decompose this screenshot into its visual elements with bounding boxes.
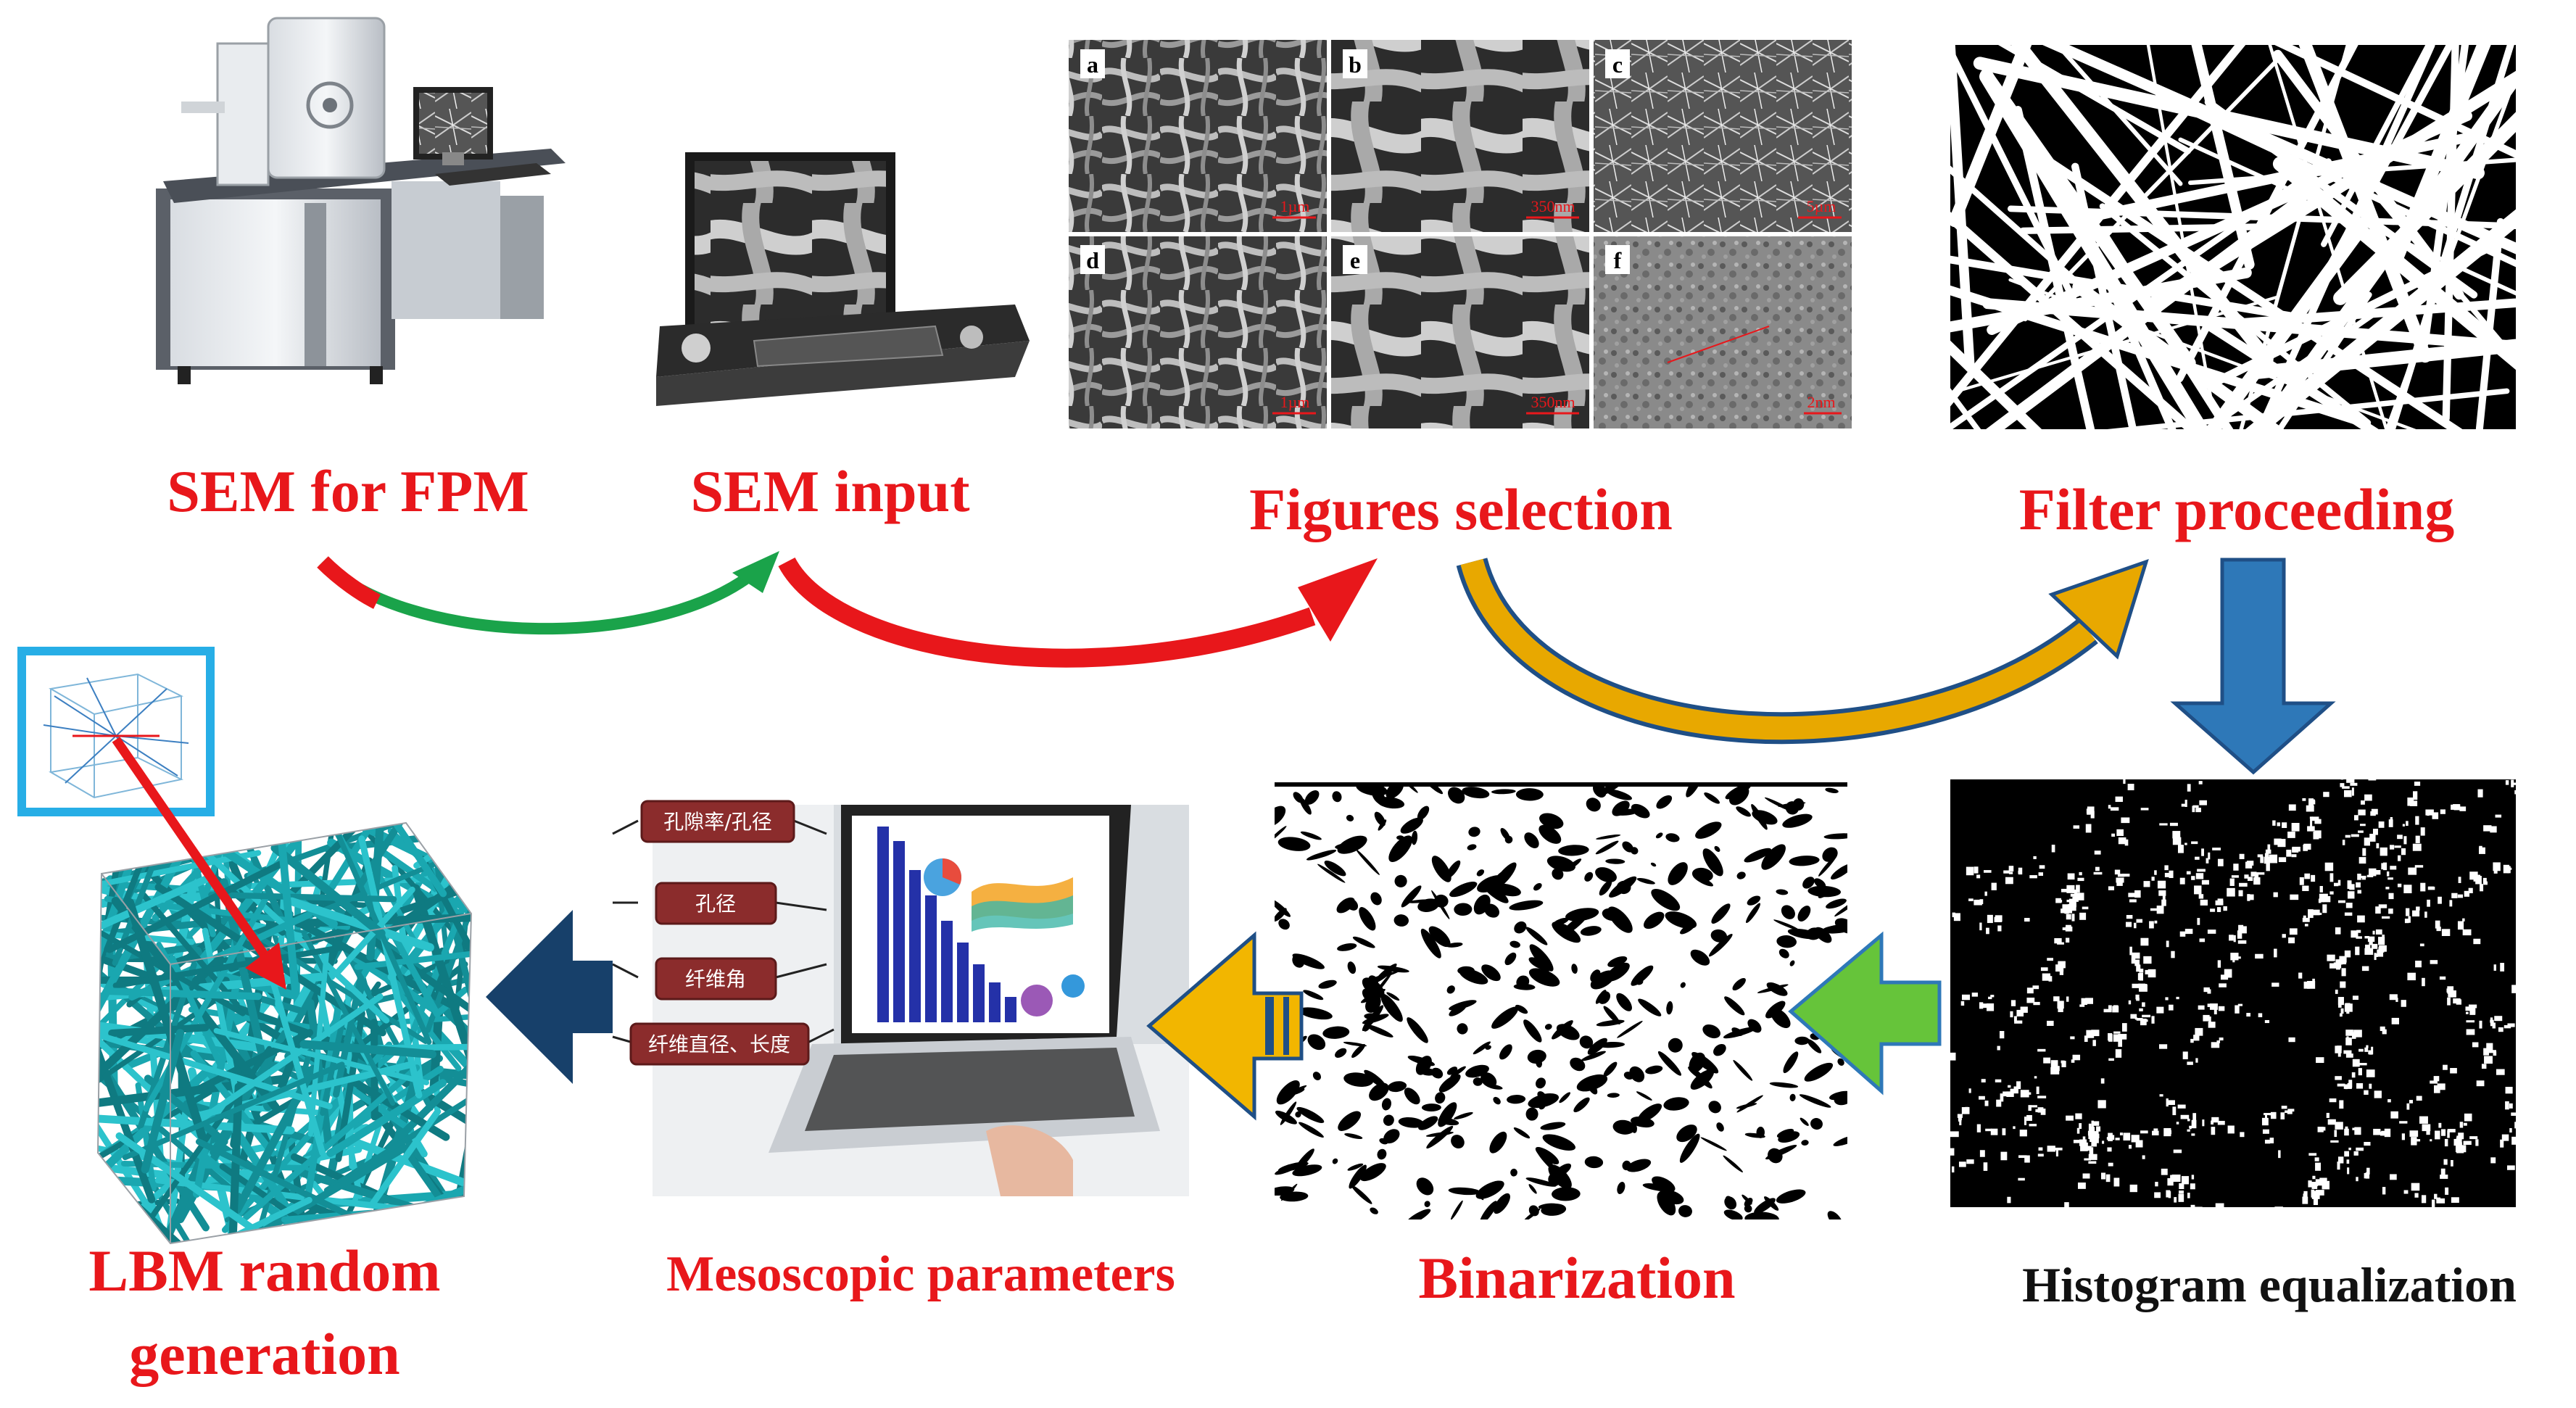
parameter-box-fiber-diameter-length: 纤维直径、长度 [629,1022,810,1066]
label-histogram-equalization: Histogram equalization [2022,1257,2517,1312]
svg-text:孔径: 孔径 [695,892,736,916]
arrow-binarization-to-mesoscopic [1146,931,1304,1121]
sem-panel: f 2nm [1594,236,1852,428]
inset-pointer-arrow [112,737,286,990]
panel-letter: f [1614,247,1622,273]
scale-bar-label: 1µm [1280,393,1310,411]
arrow-filter-to-histogram [2170,558,2336,775]
figures-selection-grid: a 1µm b 350nm c 5µm d 1µm e [1066,36,1856,431]
scale-bar-label: 1µm [1280,197,1310,215]
panel-letter: a [1087,51,1098,78]
label-binarization: Binarization [1418,1245,1735,1311]
lattice-inset [17,647,215,816]
filter-proceeding-image [1950,45,2516,429]
histogram-equalization-image [1950,779,2516,1207]
sem-input-illustration [656,152,1030,406]
label-filter-proceeding: Filter proceeding [2019,476,2454,542]
arrow-input-to-figures [778,557,1378,668]
arrow-figures-to-filter [1456,558,2149,745]
arrow-histogram-to-binarization [1788,931,1942,1096]
sem-panel: a 1µm [1069,40,1327,232]
mesoscopic-parameters-illustration: 孔隙率/孔径 孔径 纤维角 纤维直径、长度 [612,800,1189,1196]
sem-panel: b 350nm [1331,40,1589,232]
scale-bar-label: 350nm [1531,393,1575,411]
scale-bar-label: 2nm [1807,393,1835,411]
svg-text:纤维角: 纤维角 [685,967,746,991]
scale-bar-label: 5µm [1807,197,1836,215]
parameter-box-fiber-angle: 纤维角 [655,957,777,1001]
svg-text:孔隙率/孔径: 孔隙率/孔径 [663,810,771,834]
arrow-mesoscopic-to-lbm [486,910,613,1084]
label-lbm-generation: generation [129,1321,399,1387]
parameter-box-porosity: 孔隙率/孔径 [640,800,795,843]
sem-panel: e 350nm [1331,236,1589,428]
laptop-screen-chart [877,827,1085,1022]
svg-text:纤维直径、长度: 纤维直径、长度 [648,1032,790,1056]
arrow-sem-to-input [317,551,779,635]
label-sem-input: SEM input [690,458,969,524]
parameter-box-pore-size: 孔径 [655,882,777,925]
sem-panel: c 5µm [1594,40,1852,232]
label-sem-for-fpm: SEM for FPM [167,458,529,524]
panel-letter: d [1086,247,1099,273]
sem-machine-illustration [156,17,566,384]
binarization-image [1275,782,1847,1219]
label-lbm-random: LBM random [88,1238,440,1304]
label-mesoscopic-parameters: Mesoscopic parameters [666,1246,1175,1302]
scale-bar-label: 350nm [1531,197,1575,215]
panel-letter: c [1612,51,1623,78]
label-figures-selection: Figures selection [1249,476,1673,542]
panel-letter: b [1349,51,1362,78]
panel-letter: e [1350,247,1360,273]
sem-panel: d 1µm [1069,236,1327,428]
